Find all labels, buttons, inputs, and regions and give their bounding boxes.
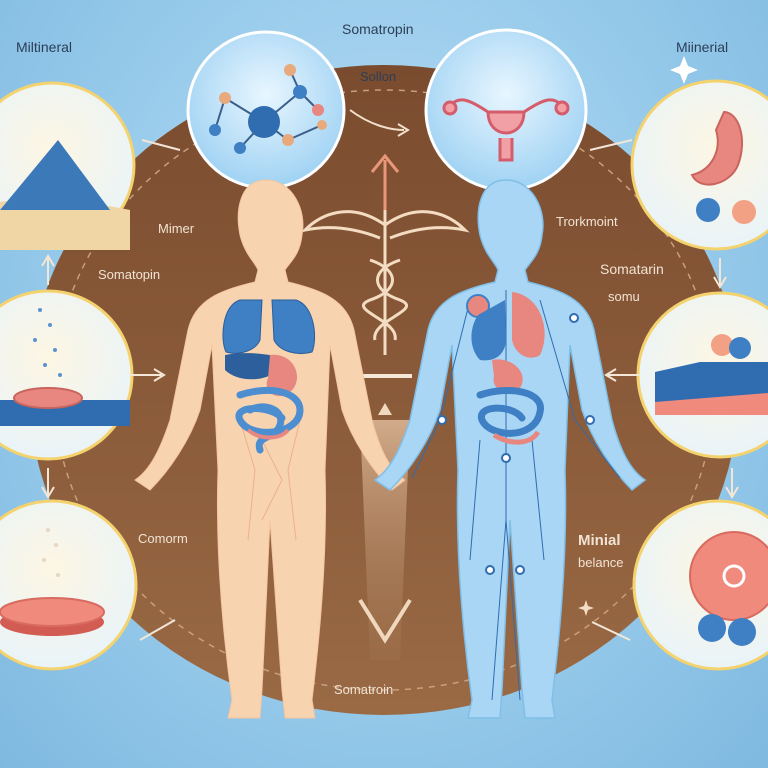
right-body-lung	[471, 300, 506, 361]
right-flow-arrows	[589, 139, 739, 641]
label-right-low-sub: belance	[578, 555, 624, 570]
sparkle-icon	[670, 56, 698, 84]
right-body-heart	[512, 292, 545, 358]
small-up-arrow-icon	[378, 403, 392, 415]
label-left-mid: Mimer	[158, 221, 195, 236]
tablet-icon	[0, 597, 105, 627]
up-arrow-icon	[370, 153, 400, 210]
circle-tablet-stack	[636, 291, 768, 459]
circle-tablet-dissolve	[0, 289, 134, 461]
label-top-arrow: Sollon	[360, 69, 397, 84]
stomach	[266, 354, 298, 397]
molecule-icon	[209, 64, 327, 154]
right-body-intestines	[476, 386, 544, 437]
down-arrow-icon	[358, 598, 412, 644]
circle-balance	[632, 499, 768, 671]
powder-pile-icon	[0, 140, 110, 210]
label-right-top: Trorkmoint	[556, 214, 618, 229]
right-body-figure	[373, 179, 647, 719]
sparkle-icon	[578, 600, 594, 616]
left-body-figure	[134, 179, 406, 719]
label-right-mid-sub: somu	[608, 289, 640, 304]
label-mineral-right: Miinerial	[676, 39, 729, 55]
right-lung	[271, 299, 316, 354]
left-lung	[222, 299, 263, 354]
caduceus-icon	[300, 210, 470, 355]
intestines	[235, 386, 304, 454]
left-flow-arrows	[41, 139, 181, 641]
uterus-icon	[442, 98, 570, 162]
label-right-mid: Somatarin	[600, 261, 664, 277]
label-top-center: Somatropin	[342, 21, 414, 37]
circle-powder	[0, 81, 136, 250]
label-right-low: Minial	[578, 532, 621, 549]
tablet-icon	[13, 387, 83, 409]
circle-stomach	[630, 79, 768, 251]
label-bottom: Somatroin	[334, 682, 394, 697]
label-left-sub: Somatopin	[98, 267, 161, 282]
circle-tablet	[0, 499, 138, 671]
right-body-stomach	[492, 359, 523, 393]
label-left-low: Comorm	[138, 531, 188, 546]
label-mineral-left: Miltineral	[16, 39, 73, 55]
arrow-head-icon	[397, 123, 410, 137]
top-curve-arrow	[349, 109, 405, 131]
stomach-icon	[690, 110, 743, 186]
